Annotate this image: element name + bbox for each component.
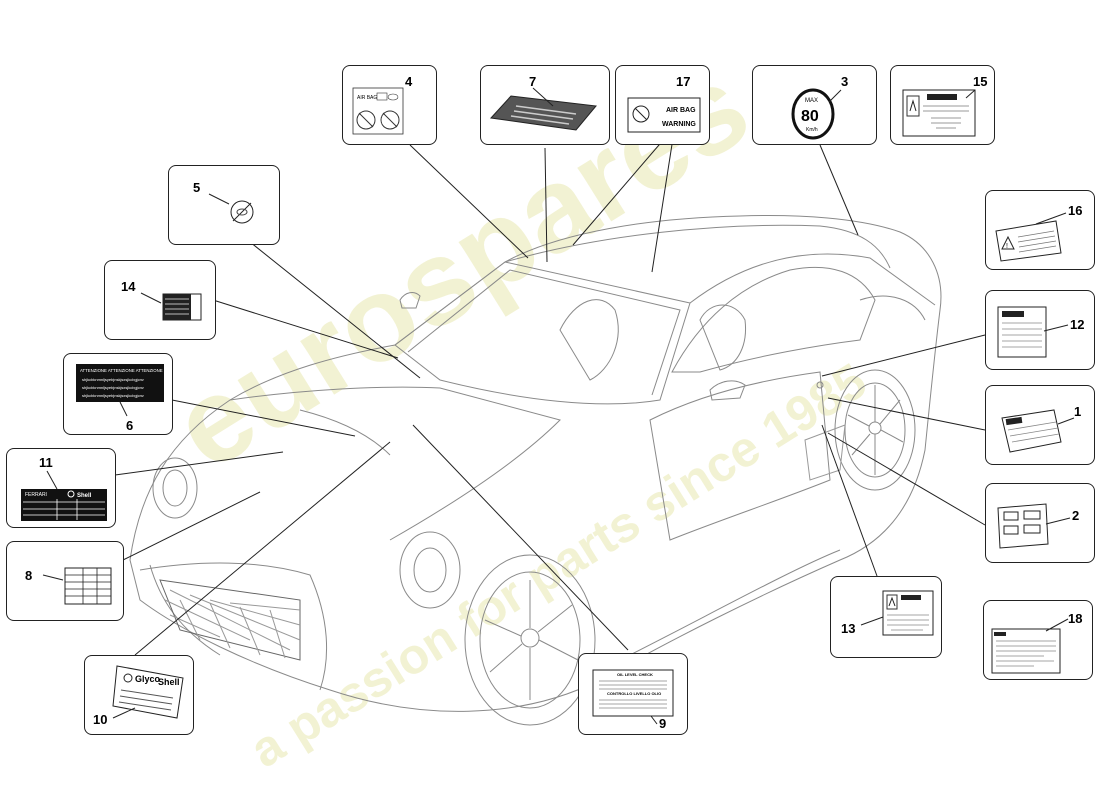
- callout-3-speed-limit[interactable]: 3 MAX 80 Km/h: [752, 65, 877, 145]
- callout-number: 2: [1072, 508, 1080, 523]
- svg-text:!: !: [1006, 243, 1008, 250]
- grid-table-icon: [42, 567, 112, 605]
- no-symbol-icon: [208, 193, 254, 224]
- oil-level-label-icon: OIL LEVEL CHECK CONTROLLO LIVELLO OLIO: [592, 669, 674, 725]
- callout-number: 17: [676, 74, 691, 89]
- svg-text:WARNING: WARNING: [662, 121, 696, 128]
- callout-number: 14: [121, 279, 136, 294]
- striped-label-icon: [140, 292, 202, 321]
- ferrari-plate-icon: [902, 89, 976, 137]
- callout-number: 9: [659, 716, 667, 731]
- attenzione-label-icon: ATTENZIONE ATTENZIONE ATTENZIONE shjkcbk…: [76, 364, 164, 417]
- callout-number: 15: [973, 74, 988, 89]
- callout-8-grid-table[interactable]: 8: [6, 541, 124, 621]
- document-icon: [991, 618, 1069, 674]
- svg-text:AIR BAG: AIR BAG: [666, 107, 696, 114]
- callout-number: 18: [1068, 611, 1083, 626]
- ferrari-plate-small-icon: [860, 590, 934, 636]
- callout-number: 4: [405, 74, 413, 89]
- callout-number: 13: [841, 621, 856, 636]
- svg-text:shjkcbknmnljsyebjnskjsxsjkcbgj: shjkcbknmnljsyebjnskjsxsjkcbgjcnv: [82, 393, 144, 398]
- callout-6-attenzione-label[interactable]: 6 ATTENZIONE ATTENZIONE ATTENZIONE shjkc…: [63, 353, 173, 435]
- callout-16-warning-label[interactable]: 16 !: [985, 190, 1095, 270]
- callout-14-striped-label[interactable]: 14: [104, 260, 216, 340]
- svg-text:80: 80: [801, 108, 819, 125]
- callout-17-airbag-warning[interactable]: 17 AIR BAG WARNING: [615, 65, 710, 145]
- svg-text:MAX: MAX: [805, 98, 818, 104]
- callout-15-ferrari-plate[interactable]: 15: [890, 65, 995, 145]
- svg-text:AIR BAG: AIR BAG: [357, 95, 377, 101]
- callout-number: 16: [1068, 203, 1083, 218]
- svg-text:ATTENZIONE ATTENZIONE ATTENZ: ATTENZIONE ATTENZIONE ATTENZIONE: [80, 368, 163, 373]
- callout-12-ferrari-document[interactable]: 12: [985, 290, 1095, 370]
- label-sheet-icon: [997, 503, 1071, 549]
- callout-number: 10: [93, 712, 108, 727]
- callout-number: 6: [126, 418, 134, 433]
- glyco-shell-icon: Glyco Shell: [112, 665, 184, 719]
- callout-number: 1: [1074, 404, 1082, 419]
- speed-limit-icon: MAX 80 Km/h: [791, 88, 842, 140]
- callout-7-label-strip[interactable]: 7: [480, 65, 610, 145]
- leader-lines: [114, 137, 986, 656]
- callout-number: 12: [1070, 317, 1085, 332]
- warning-triangle-icon: !: [995, 212, 1067, 262]
- callout-13-ferrari-plate[interactable]: 13: [830, 576, 942, 658]
- callout-number: 5: [193, 180, 201, 195]
- callout-4-airbag-pictogram[interactable]: 4 AIR BAG: [342, 65, 437, 145]
- callout-9-oil-level-check[interactable]: 9 OIL LEVEL CHECK CONTROLLO LIVELLO OLIO: [578, 653, 688, 735]
- callout-2-label-sheet[interactable]: 2: [985, 483, 1095, 563]
- svg-text:Shell: Shell: [158, 677, 180, 687]
- airbag-warning-icon: AIR BAG WARNING: [627, 97, 701, 133]
- svg-text:shjkcbknmnljsyebjnskjsxsjkcbgj: shjkcbknmnljsyebjnskjsxsjkcbgjcnv: [82, 377, 144, 382]
- callout-5-round-sticker[interactable]: 5: [168, 165, 280, 245]
- ferrari-document-icon: [997, 306, 1069, 358]
- svg-text:Glyco: Glyco: [135, 674, 161, 684]
- svg-text:FERRARI: FERRARI: [25, 492, 47, 498]
- car-outline: [129, 215, 942, 726]
- callout-number: 8: [25, 568, 33, 583]
- svg-text:Km/h: Km/h: [806, 127, 818, 133]
- callout-number: 3: [841, 74, 849, 89]
- svg-text:Shell: Shell: [77, 493, 92, 499]
- strip-label-icon: [489, 87, 597, 131]
- ferrari-card-icon: [1001, 409, 1075, 453]
- svg-text:OIL LEVEL CHECK: OIL LEVEL CHECK: [617, 672, 653, 677]
- callout-10-glyco-shell[interactable]: 10 Glyco Shell: [84, 655, 194, 735]
- svg-text:CONTROLLO LIVELLO OLIO: CONTROLLO LIVELLO OLIO: [607, 691, 661, 696]
- callout-11-shell-table[interactable]: 11 FERRARI Shell: [6, 448, 116, 528]
- callout-18-document[interactable]: 18: [983, 600, 1093, 680]
- airbag-pictogram-icon: AIR BAG: [352, 87, 404, 135]
- callout-number: 11: [39, 455, 53, 470]
- callout-1-ferrari-card[interactable]: 1: [985, 385, 1095, 465]
- callout-number: 7: [529, 74, 537, 89]
- svg-text:shjkcbknmnljsyebjnskjsxsjkcbgj: shjkcbknmnljsyebjnskjsxsjkcbgjcnv: [82, 385, 144, 390]
- shell-table-icon: FERRARI Shell: [21, 470, 107, 521]
